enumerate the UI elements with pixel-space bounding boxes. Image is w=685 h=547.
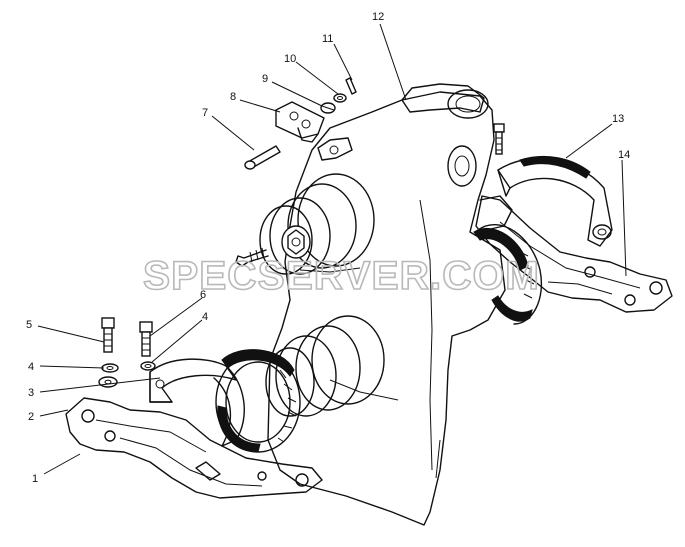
gearbox-housing	[267, 83, 513, 526]
left-bearing-ring	[215, 349, 301, 453]
right-bolt	[493, 123, 505, 155]
leader-lines	[37, 23, 627, 475]
callout-labels: 1 2 3 4 4 5 6 7 8 9 10 11 12 13 14	[26, 11, 630, 485]
washer-9	[320, 102, 336, 114]
left-bolt-6	[139, 321, 153, 357]
left-bolt-5	[101, 317, 115, 353]
upper-shaft-pulley	[235, 173, 375, 275]
right-bearing-ring	[473, 224, 542, 325]
callout-9: 9	[262, 73, 268, 85]
callout-11: 11	[322, 33, 333, 45]
callout-1: 1	[32, 473, 38, 485]
right-bearing-cap	[497, 155, 613, 247]
washer-4-right	[140, 361, 156, 371]
callout-13: 13	[612, 113, 624, 125]
callout-12: 12	[372, 11, 384, 23]
left-bearing-cap	[149, 358, 245, 447]
callout-8: 8	[230, 91, 236, 103]
plate-8	[275, 101, 325, 143]
callout-4a: 4	[28, 361, 34, 373]
right-mounting-bracket	[475, 195, 673, 313]
callout-5: 5	[26, 319, 32, 331]
callout-7: 7	[202, 107, 208, 119]
left-mounting-bracket	[65, 397, 323, 499]
callout-2: 2	[28, 411, 34, 423]
callout-4b: 4	[202, 311, 208, 323]
callout-14: 14	[618, 149, 630, 161]
callout-10: 10	[284, 53, 296, 65]
watermark-text: SPECSERVER.COM	[143, 254, 540, 298]
nut-10	[333, 93, 347, 103]
callout-6: 6	[200, 289, 206, 301]
pin-7	[244, 145, 281, 170]
lower-shaft-pulley	[265, 315, 385, 417]
cotter-pin-11	[345, 77, 357, 95]
callout-3: 3	[28, 387, 34, 399]
